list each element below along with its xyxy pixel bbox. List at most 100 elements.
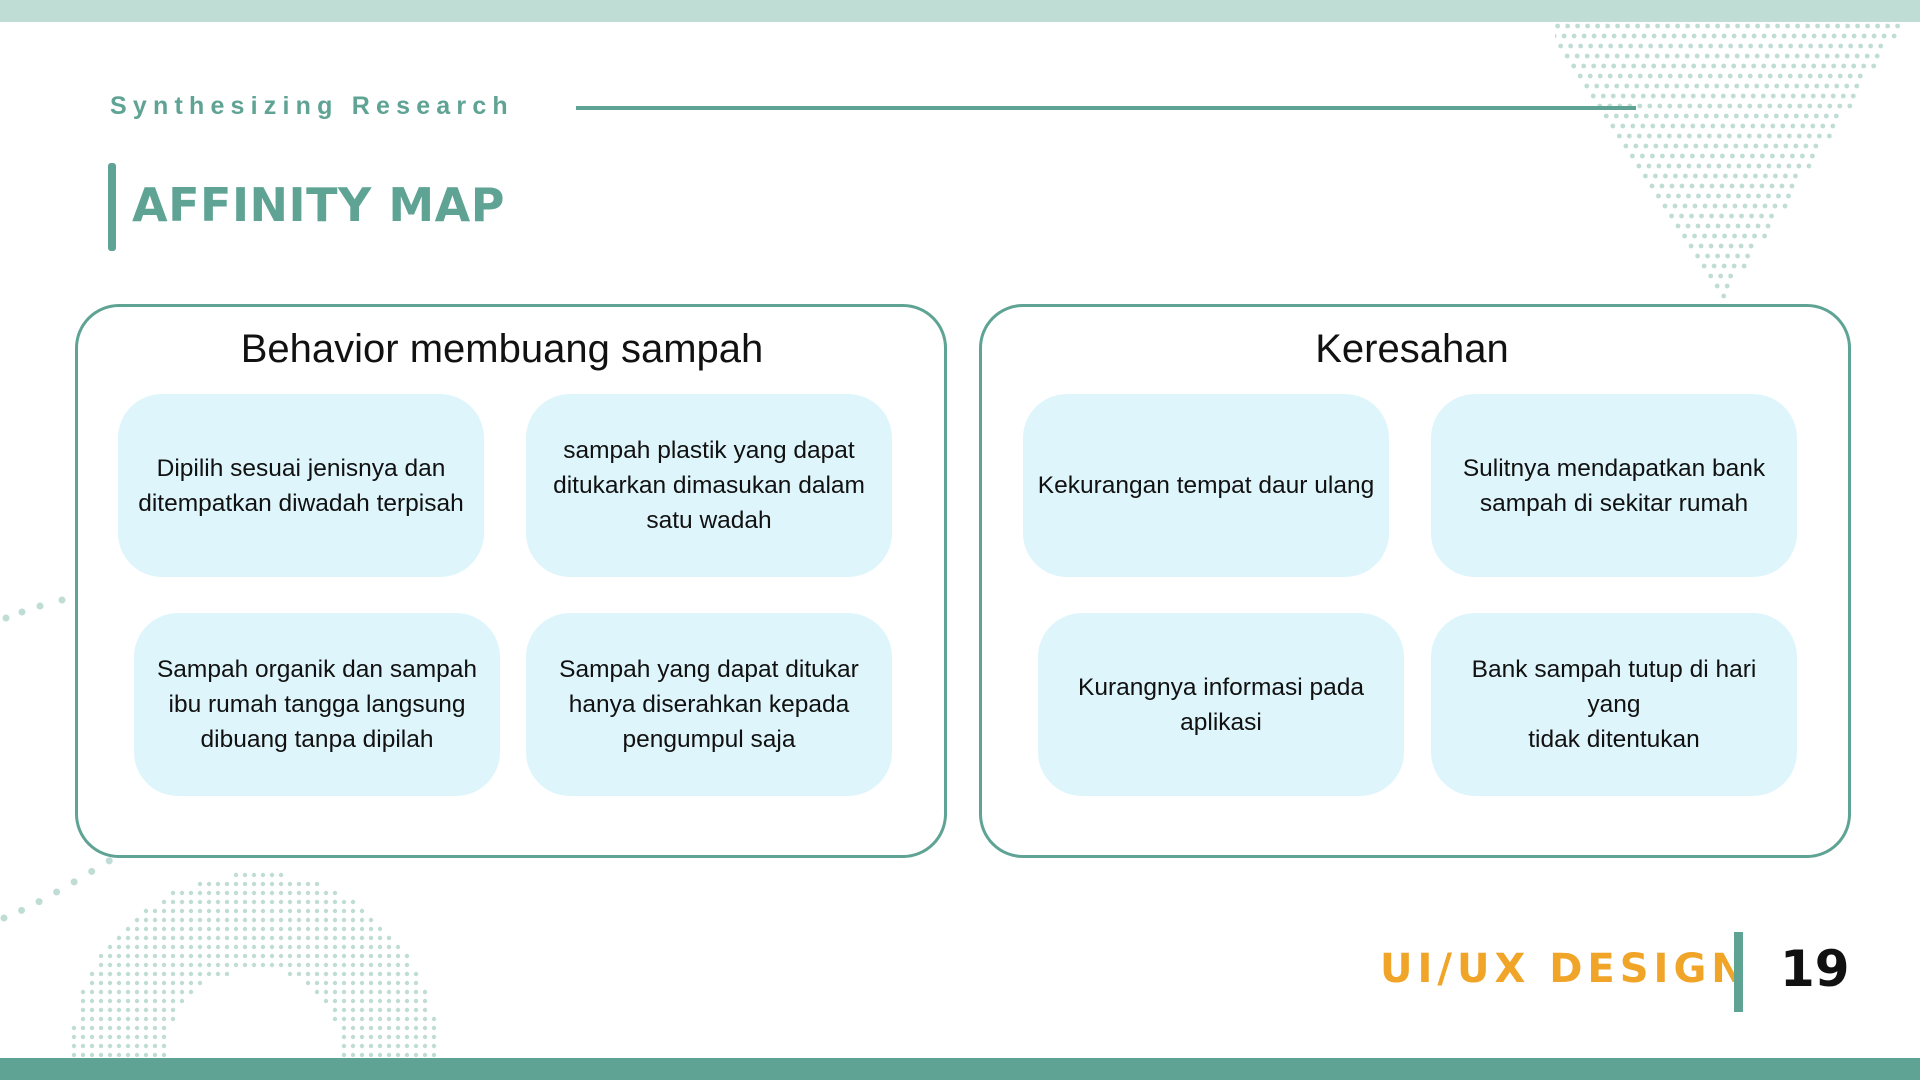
decoration-dot — [1723, 143, 1729, 149]
decoration-dot — [1708, 243, 1714, 249]
decoration-dot — [386, 989, 392, 995]
decoration-dot — [395, 980, 401, 986]
decoration-dot — [89, 1016, 95, 1022]
decoration-dot — [1682, 233, 1687, 239]
decoration-dot — [233, 962, 239, 968]
decoration-dot — [368, 980, 374, 986]
decoration-dot — [71, 1034, 77, 1040]
decoration-dot — [1555, 33, 1557, 39]
decoration-dot — [323, 908, 329, 914]
decoration-dot — [1695, 23, 1701, 29]
decoration-dot — [1615, 23, 1621, 29]
decoration-dot — [1881, 33, 1887, 39]
decoration-dot — [143, 980, 149, 986]
decoration-dot — [1686, 193, 1691, 199]
decoration-dot — [1740, 123, 1746, 129]
decoration-dot — [98, 1034, 104, 1040]
decoration-dot — [1588, 43, 1594, 49]
decoration-dot — [233, 881, 239, 887]
decoration-dot — [1712, 233, 1717, 239]
decoration-dot — [1716, 133, 1722, 139]
decoration-dot — [1671, 63, 1677, 69]
decoration-dot — [161, 998, 167, 1004]
decoration-dot — [1743, 173, 1748, 179]
decoration-dot — [242, 917, 248, 923]
decoration-dot — [1660, 123, 1666, 129]
decoration-dot — [1594, 53, 1600, 59]
decoration-dot — [143, 944, 149, 950]
decoration-dot — [1785, 23, 1791, 29]
decoration-dot — [386, 998, 392, 1004]
decoration-dot — [1675, 23, 1681, 29]
decoration-dot — [161, 1043, 167, 1049]
decoration-dot — [1744, 83, 1750, 89]
decoration-dot — [1767, 73, 1773, 79]
affinity-card: Kurangnya informasi pada aplikasi — [1038, 613, 1404, 796]
decoration-dot — [278, 917, 284, 923]
decoration-dot — [1793, 173, 1798, 179]
decoration-dot — [89, 1043, 95, 1049]
decoration-dot — [1684, 53, 1690, 59]
decoration-dot — [1662, 203, 1668, 209]
decoration-dot — [1719, 153, 1725, 159]
decoration-dot — [1797, 103, 1803, 109]
decoration-dot — [161, 962, 167, 968]
decoration-dot — [341, 899, 347, 905]
decoration-dot — [1871, 33, 1877, 39]
decoration-dot — [1685, 223, 1691, 229]
decoration-dot — [18, 906, 26, 914]
decoration-dot — [215, 944, 221, 950]
decoration-dot — [80, 998, 86, 1004]
decoration-dot — [242, 890, 248, 896]
decoration-dot — [1847, 103, 1853, 109]
decoration-dot — [1614, 83, 1620, 89]
decoration-dot — [395, 1052, 401, 1058]
decoration-dot — [1841, 33, 1847, 39]
decoration-dot — [278, 872, 284, 878]
decoration-dot — [1699, 183, 1705, 189]
decoration-dot — [323, 917, 329, 923]
card-text-line: satu wadah — [646, 507, 772, 534]
decoration-dot — [188, 935, 194, 941]
decoration-dot — [1660, 93, 1666, 99]
decoration-dot — [359, 926, 365, 932]
decoration-dot — [341, 953, 347, 959]
decoration-dot — [1674, 53, 1680, 59]
affinity-card: Sampah organik dan sampah ibu rumah tang… — [134, 613, 500, 796]
decoration-dot — [314, 917, 320, 923]
decoration-dot — [1613, 113, 1619, 119]
decoration-dot — [359, 935, 365, 941]
decoration-dot — [1617, 73, 1623, 79]
decoration-dot — [1823, 113, 1829, 119]
decoration-dot — [323, 971, 329, 977]
decoration-dot — [242, 935, 248, 941]
decoration-dot — [1661, 63, 1667, 69]
decoration-dot — [368, 1025, 374, 1031]
decoration-dot — [170, 917, 176, 923]
decoration-dot — [1601, 33, 1607, 39]
decoration-dot — [1763, 143, 1769, 149]
decoration-dot — [107, 1052, 113, 1058]
decoration-dot — [1723, 173, 1728, 179]
decoration-dot — [269, 917, 275, 923]
decoration-dot — [1751, 33, 1757, 39]
card-text-line: Sampah yang dapat ditukar — [559, 656, 859, 683]
decoration-dot — [1777, 73, 1783, 79]
decoration-dot — [1700, 93, 1706, 99]
decoration-dot — [1835, 23, 1841, 29]
decoration-dot — [1833, 113, 1839, 119]
decoration-dot — [1734, 53, 1740, 59]
decoration-dot — [422, 998, 428, 1004]
decoration-dot — [242, 962, 248, 968]
decoration-dot — [1687, 73, 1693, 79]
decoration-dot — [1621, 63, 1627, 69]
decoration-dot — [332, 1016, 338, 1022]
decoration-dot — [1633, 143, 1639, 149]
decoration-dot — [404, 1052, 410, 1058]
decoration-dot — [1746, 163, 1752, 169]
decoration-dot — [341, 935, 347, 941]
decoration-dot — [1575, 23, 1581, 29]
decoration-dot — [152, 1034, 158, 1040]
decoration-dot — [1745, 23, 1751, 29]
decoration-dot — [1744, 53, 1750, 59]
